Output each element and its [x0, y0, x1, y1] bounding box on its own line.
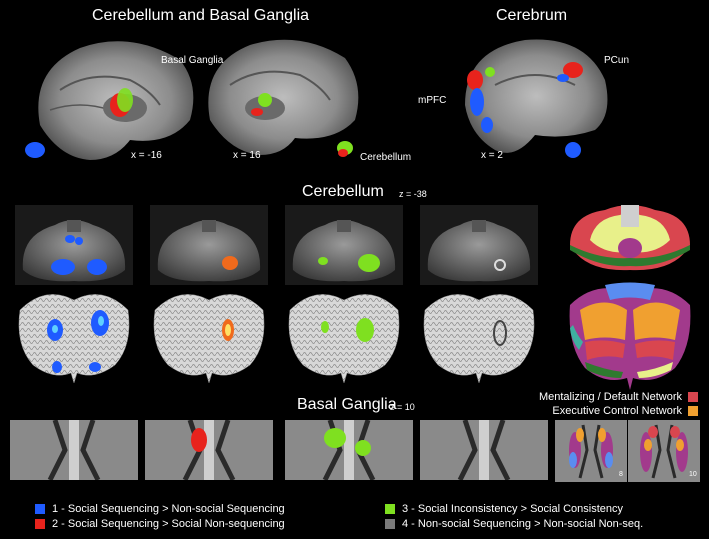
annotation-pcun: PCun: [604, 55, 630, 66]
network-key-mentalizing-label: Mentalizing / Default Network: [538, 391, 682, 403]
activation-blue: [87, 259, 107, 275]
activation-green: [117, 88, 133, 112]
legend-item-4: 4 - Non-social Sequencing > Non-social N…: [385, 518, 643, 530]
activation-blue: [65, 235, 75, 243]
activation-green: [318, 257, 328, 265]
network-key-executive-swatch: [688, 406, 698, 416]
sagittal-slice-left: [25, 41, 194, 160]
activation-blue: [25, 142, 45, 158]
activation-red: [338, 149, 348, 157]
cerebellum-flatmap-3: [288, 294, 400, 384]
legend-item-1: 1 - Social Sequencing > Non-social Seque…: [35, 503, 285, 515]
legend-item-2: 2 - Social Sequencing > Social Non-seque…: [35, 518, 285, 530]
basal-ganglia-network-atlas-2: [628, 420, 700, 482]
sagittal-slice-midline: [465, 39, 608, 158]
basal-ganglia-axial-2: [145, 420, 273, 480]
legend-label-4: 4 - Non-social Sequencing > Non-social N…: [402, 518, 644, 530]
activation-blue: [52, 361, 62, 373]
legend-swatch-gray: [385, 519, 395, 529]
basal-ganglia-axial-1: [10, 420, 138, 480]
activation-gray: [493, 320, 507, 346]
annotation-cerebellum: Cerebellum: [360, 152, 412, 163]
activation-blue: [75, 237, 83, 245]
coordinate-x-mid: x = 2: [481, 150, 503, 161]
coordinate-z-basal: z = 10: [390, 402, 415, 412]
atlas-corner-label-1: 8: [619, 471, 623, 478]
legend-label-2: 2 - Social Sequencing > Social Non-seque…: [52, 518, 285, 530]
activation-green: [356, 318, 374, 342]
activation-green: [358, 254, 380, 272]
legend-label-3: 3 - Social Inconsistency > Social Consis…: [402, 503, 624, 515]
cerebellum-axial-4: [420, 205, 538, 285]
cerebellum-flatmap-1: [18, 294, 130, 384]
cerebellum-axial-2: [150, 205, 268, 285]
network-key-executive: Executive Control Network: [520, 405, 698, 417]
cerebellum-network-atlas-flatmap: [569, 282, 691, 390]
activation-green: [355, 440, 371, 456]
activation-blue: [565, 142, 581, 158]
coordinate-x-left: x = -16: [131, 150, 162, 161]
basal-ganglia-axial-4: [420, 420, 548, 480]
activation-green: [324, 428, 346, 448]
network-key-mentalizing: Mentalizing / Default Network: [520, 391, 698, 403]
section-title-cerebellum-basal-ganglia: Cerebellum and Basal Ganglia: [92, 7, 310, 24]
activation-gray: [494, 259, 506, 271]
section-title-basal-ganglia: Basal Ganglia: [297, 396, 397, 413]
activation-red: [191, 428, 207, 452]
legend-swatch-red: [35, 519, 45, 529]
activation-red: [563, 62, 583, 78]
cerebellum-axial-1: [15, 205, 133, 285]
legend-swatch-green: [385, 504, 395, 514]
activation-blue: [557, 74, 569, 82]
cerebellum-network-atlas-axial: [570, 205, 690, 271]
sagittal-slice-right: [208, 39, 359, 157]
cerebellum-flatmap-4: [423, 294, 535, 384]
annotation-mpfc: mPFC: [418, 95, 447, 106]
activation-red: [251, 108, 263, 116]
activation-green: [321, 321, 329, 333]
annotation-basal-ganglia: Basal Ganglia: [161, 55, 224, 66]
coordinate-z-cerebellum: z = -38: [399, 189, 427, 199]
activation-blue: [51, 259, 75, 275]
basal-ganglia-axial-3: [285, 420, 413, 480]
section-title-cerebrum: Cerebrum: [496, 7, 568, 24]
activation-red: [222, 256, 238, 270]
basal-ganglia-network-atlas-1: [555, 420, 627, 482]
coordinate-x-right: x = 16: [233, 150, 261, 161]
activation-blue: [470, 88, 484, 116]
legend-item-3: 3 - Social Inconsistency > Social Consis…: [385, 503, 623, 515]
cerebellum-axial-3: [285, 205, 403, 285]
section-title-cerebellum: Cerebellum: [302, 183, 384, 200]
activation-green: [258, 93, 272, 107]
legend-label-1: 1 - Social Sequencing > Non-social Seque…: [52, 503, 285, 515]
activation-green: [485, 67, 495, 77]
activation-blue: [481, 117, 493, 133]
atlas-corner-label-2: 10: [689, 471, 697, 478]
network-key-executive-label: Executive Control Network: [552, 405, 682, 417]
activation-blue: [89, 362, 101, 372]
cerebellum-flatmap-2: [153, 294, 265, 384]
activation-red: [467, 70, 483, 90]
legend-swatch-blue: [35, 504, 45, 514]
network-key-mentalizing-swatch: [688, 392, 698, 402]
